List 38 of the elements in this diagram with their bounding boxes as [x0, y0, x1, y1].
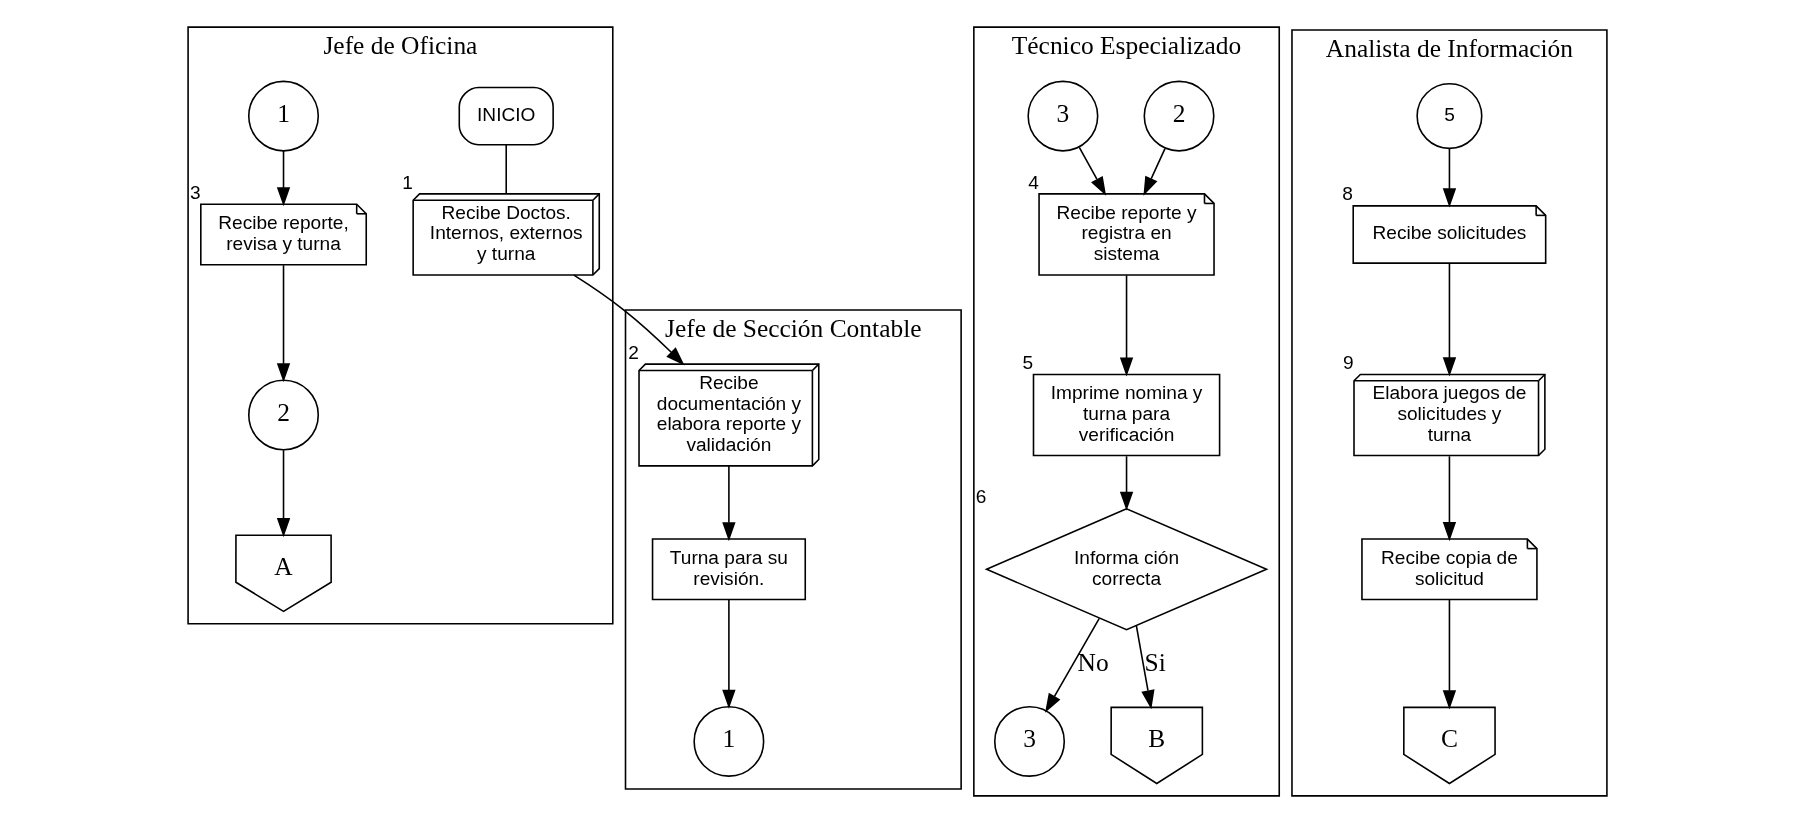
node-label: 6 — [975, 486, 986, 508]
arrow — [1078, 146, 1106, 196]
node-label: 3 — [189, 181, 201, 203]
node-circle: 2 — [247, 379, 319, 451]
node-box: INICIO — [458, 86, 554, 146]
arrow — [1442, 455, 1456, 542]
arrow — [276, 150, 290, 207]
arrow — [1044, 617, 1100, 713]
arrow — [572, 274, 685, 366]
connector — [504, 144, 507, 195]
node-circle: 3 — [993, 705, 1065, 777]
arrow — [1135, 624, 1155, 710]
node-circle: 2 — [1143, 80, 1215, 152]
arrow — [721, 598, 736, 709]
arrow — [1442, 262, 1456, 377]
node-box: Turna para su revisión. — [651, 538, 806, 601]
arrow — [721, 465, 736, 542]
arrow — [1442, 147, 1456, 208]
node-label: 8 — [1341, 183, 1353, 205]
node-label: 4 — [1027, 171, 1039, 193]
node-diamond: Informa ción correcta — [984, 508, 1269, 631]
node-box: Imprime nomina y turna para verificación — [1032, 373, 1220, 457]
node-label: 9 — [1342, 352, 1354, 374]
arrow — [276, 264, 290, 383]
node-circle: 3 — [1026, 80, 1098, 152]
arrow — [1119, 274, 1133, 377]
node-label: 5 — [1022, 352, 1033, 374]
arrow — [1142, 147, 1166, 196]
arrow — [276, 449, 290, 538]
node-label: 2 — [627, 341, 639, 363]
arrow — [1119, 455, 1133, 511]
arrow — [1442, 598, 1456, 710]
node-circle: 1 — [692, 705, 764, 777]
node-circle: 1 — [247, 80, 319, 152]
edge-label: No — [1077, 647, 1109, 677]
node-circle: 5 — [1415, 83, 1483, 150]
node-label: 1 — [401, 171, 413, 193]
edge-label: Si — [1144, 647, 1166, 677]
